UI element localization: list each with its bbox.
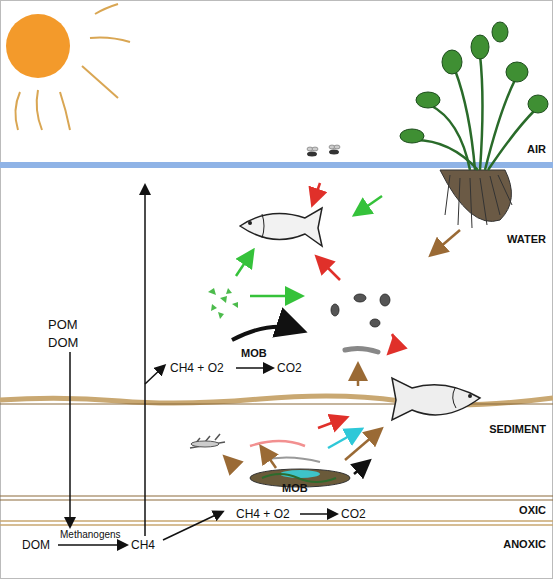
matter-label: POM: [48, 318, 78, 331]
reaction-text: CO2: [341, 508, 366, 520]
reaction-text: CO2: [277, 362, 302, 374]
zone-label: WATER: [507, 234, 546, 245]
zone-label: AIR: [527, 144, 546, 155]
microbe-label: MOB: [282, 483, 308, 494]
zone-label: SEDIMENT: [489, 424, 546, 435]
microbe-label: MOB: [241, 348, 267, 359]
reaction-text: CH4 + O2: [236, 508, 290, 520]
zone-label: OXIC: [519, 505, 546, 516]
reaction-text: CH4 + O2: [170, 362, 224, 374]
zone-label: ANOXIC: [503, 539, 546, 550]
matter-label: CH4: [131, 539, 155, 551]
process-label: Methanogens: [60, 530, 121, 540]
matter-label: DOM: [22, 539, 50, 551]
matter-label: DOM: [48, 336, 78, 349]
